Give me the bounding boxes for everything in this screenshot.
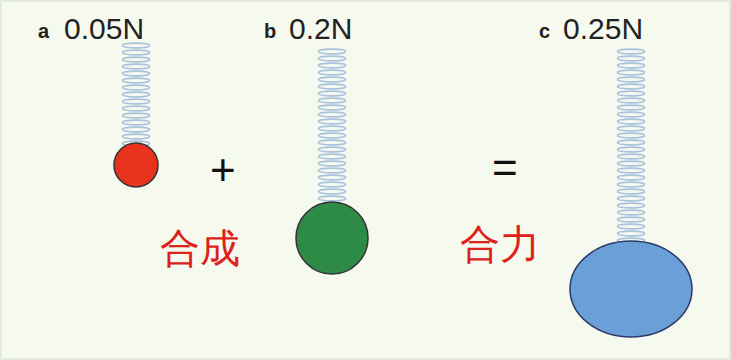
force-value: 0.2N (289, 12, 352, 45)
handwritten-note: 合成 (160, 226, 240, 270)
ball-a (114, 143, 158, 187)
ball-b (296, 202, 368, 274)
equals-sign: = (492, 144, 518, 192)
part-letter: c (539, 20, 550, 42)
spring-c (615, 48, 647, 244)
force-value: 0.25N (563, 12, 643, 45)
plus-sign: + (210, 146, 236, 194)
spring-b (316, 48, 348, 202)
handwritten-note: 合力 (460, 222, 540, 266)
force-value: 0.05N (64, 12, 144, 45)
ball-c (570, 241, 692, 337)
part-letter: a (38, 20, 49, 42)
part-letter: b (264, 20, 276, 42)
spring-a (120, 42, 152, 147)
